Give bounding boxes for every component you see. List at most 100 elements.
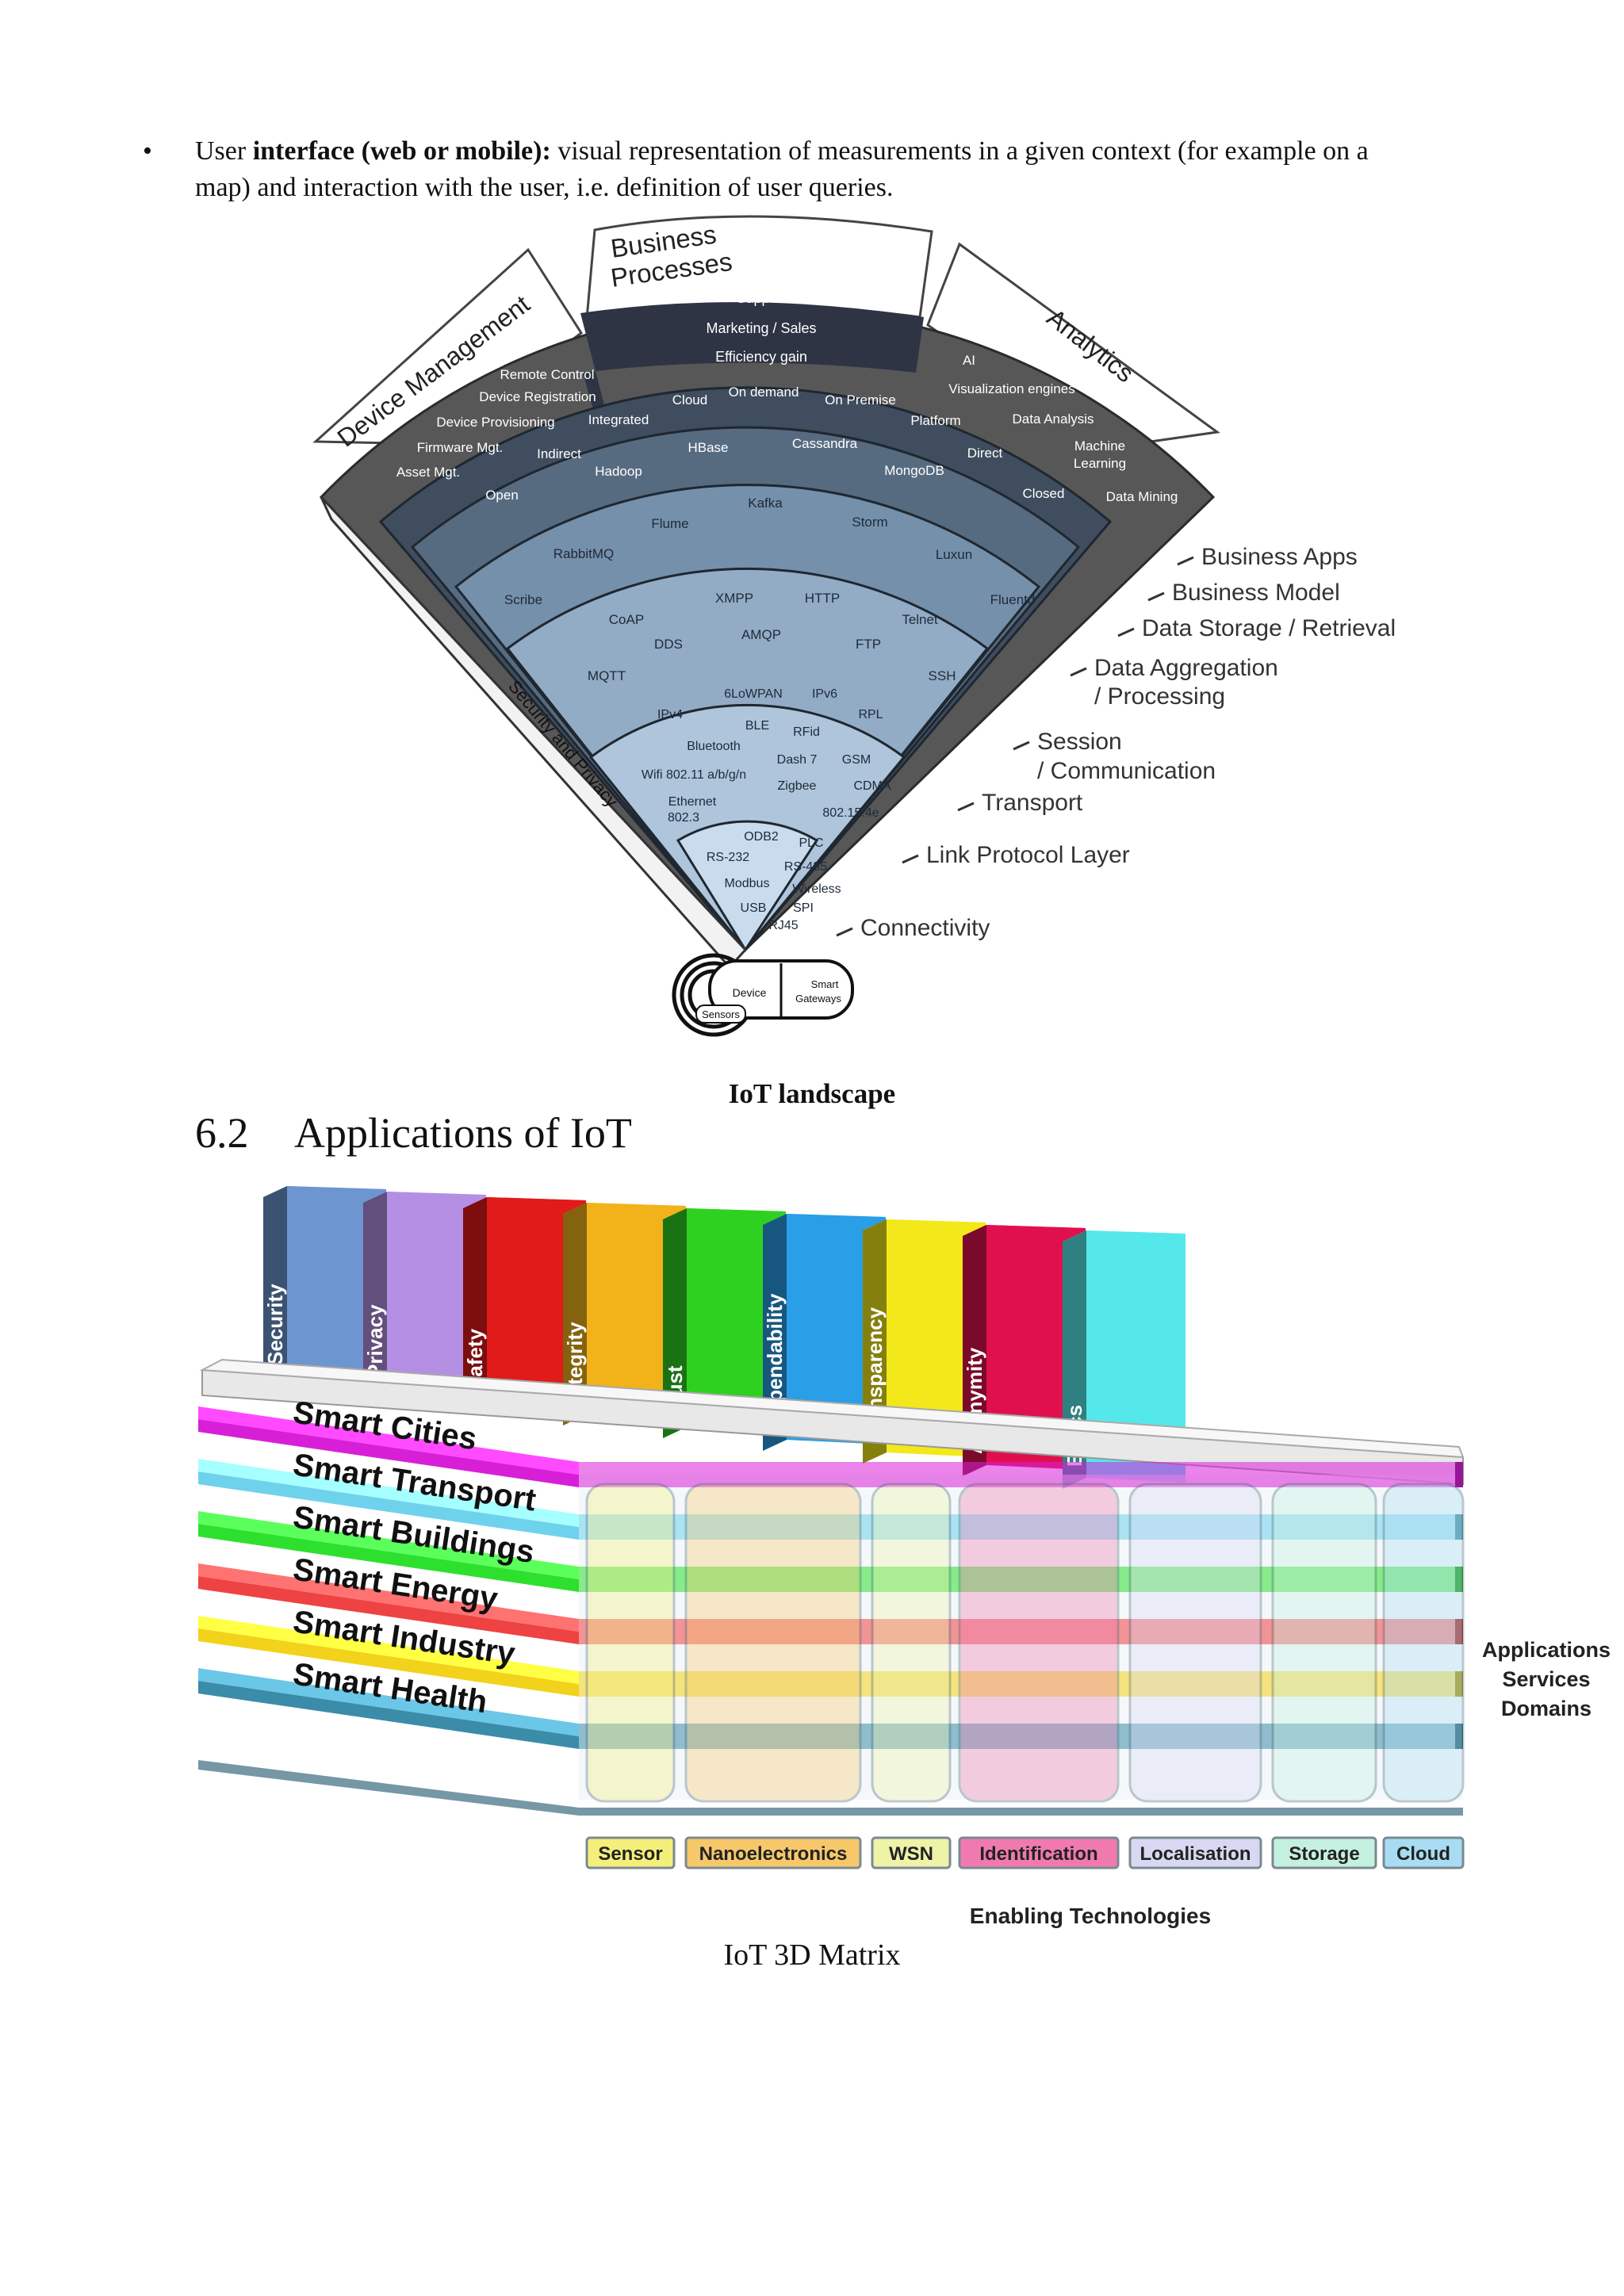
device-item: Firmware Mgt.	[417, 440, 504, 455]
analytics-items-group: AI Visualization engines Data Analysis M…	[948, 353, 1178, 504]
base-sensors-label: Sensors	[702, 1008, 740, 1020]
device-item: Remote Control	[500, 367, 594, 382]
model-item: Closed	[1023, 486, 1065, 501]
connectivity-item: RS-485	[784, 860, 827, 874]
tech-label: Sensor	[598, 1843, 662, 1865]
storage-item: Cassandra	[792, 436, 858, 451]
side-label-domains: Domains	[1501, 1697, 1591, 1720]
transport-item: 802.15.4e	[822, 806, 879, 820]
layer-label-data-storage: Data Storage / Retrieval	[1142, 615, 1396, 641]
device-item: Device Provisioning	[436, 415, 554, 430]
tech-cloud: Cloud	[1382, 1483, 1465, 1869]
business-item: Marketing / Sales	[706, 320, 816, 336]
base-device-group: Device Smart Gateways Sensors	[672, 953, 854, 1037]
transport-item: GSM	[842, 753, 871, 767]
iot-landscape-diagram: Device Management Business Processes Ana…	[312, 215, 1396, 1037]
device-items-group: Remote Control Device Registration Devic…	[396, 367, 596, 480]
pillar-security: Security	[263, 1186, 386, 1387]
connectivity-items-group: ODB2 PLC RS-232 RS-485 Modbus Wireless U…	[707, 830, 841, 932]
pillar-dependability: Dependability	[763, 1214, 886, 1451]
layer-connectivity	[676, 820, 819, 952]
aggregation-item: Scribe	[504, 592, 542, 607]
transport-item: Zigbee	[778, 779, 817, 793]
bullet-prefix: User	[195, 136, 253, 166]
tech-label: Nanoelectronics	[699, 1843, 848, 1865]
layer-label-transport: Transport	[982, 790, 1083, 816]
storage-item: MongoDB	[884, 463, 944, 478]
aggregation-item: Luxun	[936, 547, 972, 562]
model-items-group: Cloud On demand On Premise Integrated Pl…	[485, 385, 1064, 503]
section-number: 6.2	[195, 1109, 249, 1157]
session-item: XMPP	[715, 591, 753, 606]
analytics-item: AI	[963, 353, 975, 368]
analytics-item: Data Analysis	[1013, 411, 1094, 427]
transport-item: IPv4	[657, 708, 683, 721]
side-label-services: Services	[1502, 1667, 1590, 1691]
connectivity-item: Wireless	[792, 882, 841, 896]
model-item: Integrated	[588, 412, 649, 427]
iot-landscape-figure: Device Management Business Processes Ana…	[0, 0, 1624, 1094]
layer-label-link-protocol: Link Protocol Layer	[926, 842, 1130, 868]
session-item: FTP	[856, 637, 881, 652]
domain-smart-industry: Smart Industry	[198, 1604, 1463, 1697]
session-item: SSH	[929, 668, 956, 683]
connectivity-item: USB	[741, 901, 767, 915]
transport-items-group: 6LoWPAN IPv6 IPv4 RPL BLE RFid Bluetooth…	[642, 687, 891, 825]
pillar-label: Security	[263, 1284, 287, 1365]
connectivity-item: SPI	[793, 901, 814, 915]
bullet-line2: map) and interaction with the user, i.e.…	[195, 173, 894, 202]
domain-smart-energy: Smart Energy	[198, 1552, 1463, 1644]
layer-labels-group: Business Apps Business Model Data Storag…	[836, 544, 1396, 941]
layer-label-data-aggregation-2: / Processing	[1094, 683, 1225, 710]
aggregation-item: Flume	[651, 516, 688, 531]
side-label-applications: Applications	[1482, 1638, 1611, 1662]
storage-item: HBase	[688, 440, 728, 455]
tech-label: Storage	[1289, 1843, 1359, 1865]
tech-label: Localisation	[1139, 1843, 1251, 1865]
transport-item: 802.3	[668, 811, 699, 825]
base-gateways-label: Gateways	[795, 993, 841, 1004]
domain-smart-cities: Smart Cities	[198, 1395, 1463, 1487]
base-device-label: Device	[733, 986, 767, 999]
aggregation-item: RabbitMQ	[553, 546, 615, 561]
aggregation-item: Kafka	[748, 496, 783, 511]
bullet-symbol: •	[143, 136, 152, 166]
layer-label-business-model: Business Model	[1172, 580, 1340, 606]
tech-wsn: WSN	[871, 1483, 952, 1869]
device-item: Asset Mgt.	[396, 465, 460, 480]
transport-item: Dash 7	[777, 753, 818, 767]
layer-label-session-2: / Communication	[1037, 758, 1216, 784]
tech-identification: Identification	[958, 1483, 1120, 1869]
transport-item: CDMA	[853, 779, 891, 793]
tech-storage: Storage	[1271, 1483, 1377, 1869]
layer-label-session-1: Session	[1037, 729, 1122, 755]
tech-label: Cloud	[1396, 1843, 1450, 1865]
layer-business-processes	[580, 302, 924, 951]
aggregation-item: Fluentd	[990, 592, 1036, 607]
transport-item: RPL	[858, 708, 883, 721]
business-items-group: Support Marketing / Sales Efficiency gai…	[706, 290, 816, 365]
transport-item: Bluetooth	[687, 740, 741, 753]
model-item: Platform	[910, 413, 960, 428]
session-item: AMQP	[741, 627, 781, 642]
layer-label-business-apps: Business Apps	[1201, 544, 1358, 570]
tech-nanoelectronics: Nanoelectronics	[684, 1483, 862, 1869]
model-item: On Premise	[825, 392, 896, 408]
analytics-item: Data Mining	[1106, 489, 1178, 504]
bullet-line1: visual representation of measurements in…	[550, 136, 1369, 166]
analytics-item: Machine	[1074, 438, 1125, 453]
transport-item: Wifi 802.11 a/b/g/n	[642, 768, 746, 782]
storage-item: Hadoop	[595, 464, 642, 479]
transport-item: 6LoWPAN	[724, 687, 783, 701]
transport-item: IPv6	[812, 687, 837, 701]
aggregation-items-group: Kafka Flume Storm RabbitMQ Luxun Scribe …	[504, 496, 1035, 607]
bottom-label-enabling-technologies: Enabling Technologies	[970, 1904, 1211, 1928]
transport-item: BLE	[745, 719, 769, 733]
analytics-item: Visualization engines	[948, 381, 1074, 396]
aggregation-item: Storm	[852, 515, 887, 530]
section-title: Applications of IoT	[294, 1109, 632, 1157]
session-items-group: XMPP HTTP CoAP Telnet AMQP DDS FTP MQTT …	[588, 591, 956, 683]
